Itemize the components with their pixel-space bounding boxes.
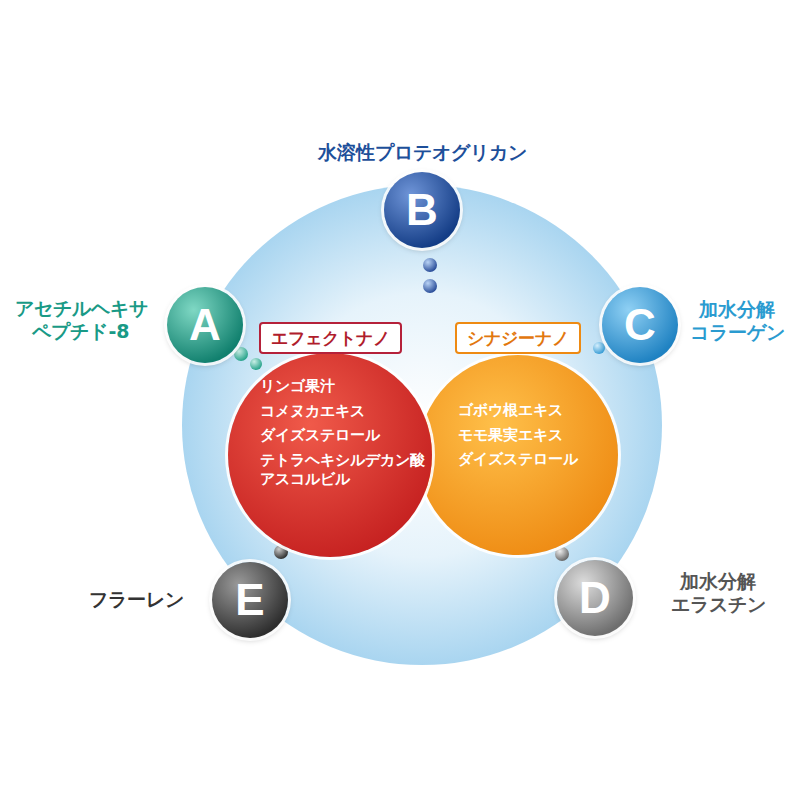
ingredient-circle: D加水分解 エラスチン — [557, 560, 633, 636]
formula-title-box: エフェクトナノ — [259, 322, 402, 354]
ingredient-circle: Aアセチルヘキサ ペプチド-8 — [167, 287, 243, 363]
ingredient-item: テトラヘキシルデカン酸 アスコルビル — [260, 451, 432, 490]
ingredient-item: リンゴ果汁 — [260, 377, 432, 397]
dot — [250, 358, 262, 370]
ingredient-item: ゴボウ根エキス — [458, 401, 608, 421]
ingredient-circle: B水溶性プロテオグリカン — [384, 172, 460, 248]
formula-title: シナジーナノ — [467, 327, 569, 349]
ingredient-item: ダイズステロール — [260, 426, 432, 446]
dot — [423, 258, 437, 272]
dot — [593, 342, 605, 354]
dot — [234, 347, 248, 361]
formula-circle: シナジーナノゴボウ根エキスモモ果実エキスダイズステロール — [418, 355, 618, 555]
outer-sphere — [182, 185, 662, 665]
ingredient-item: コメヌカエキス — [260, 402, 432, 422]
circle-letter: A — [189, 303, 221, 347]
formula-title: エフェクトナノ — [271, 327, 390, 349]
circle-letter: B — [406, 188, 438, 232]
dot — [555, 547, 569, 561]
formula-circle: エフェクトナノリンゴ果汁コメヌカエキスダイズステロールテトラヘキシルデカン酸 ア… — [228, 353, 432, 557]
ingredient-label: 加水分解 エラスチン — [653, 570, 783, 616]
ingredient-label: フラーレン — [80, 588, 192, 611]
ingredient-item: ダイズステロール — [458, 450, 608, 470]
ingredient-label: 加水分解 コラーゲン — [680, 298, 794, 344]
ingredient-circle: C加水分解 コラーゲン — [602, 287, 678, 363]
circle-letter: D — [579, 576, 611, 620]
dot — [423, 279, 437, 293]
ingredient-list: リンゴ果汁コメヌカエキスダイズステロールテトラヘキシルデカン酸 アスコルビル — [260, 377, 432, 495]
circle-letter: E — [235, 578, 264, 622]
formula-title-box: シナジーナノ — [455, 322, 581, 354]
circle-letter: C — [624, 303, 656, 347]
ingredient-item: モモ果実エキス — [458, 426, 608, 446]
ingredient-label: 水溶性プロテオグリカン — [292, 141, 552, 164]
ingredient-circle: Eフラーレン — [212, 562, 288, 638]
ingredient-label: アセチルヘキサ ペプチド-8 — [5, 297, 157, 343]
ingredient-list: ゴボウ根エキスモモ果実エキスダイズステロール — [458, 401, 608, 475]
